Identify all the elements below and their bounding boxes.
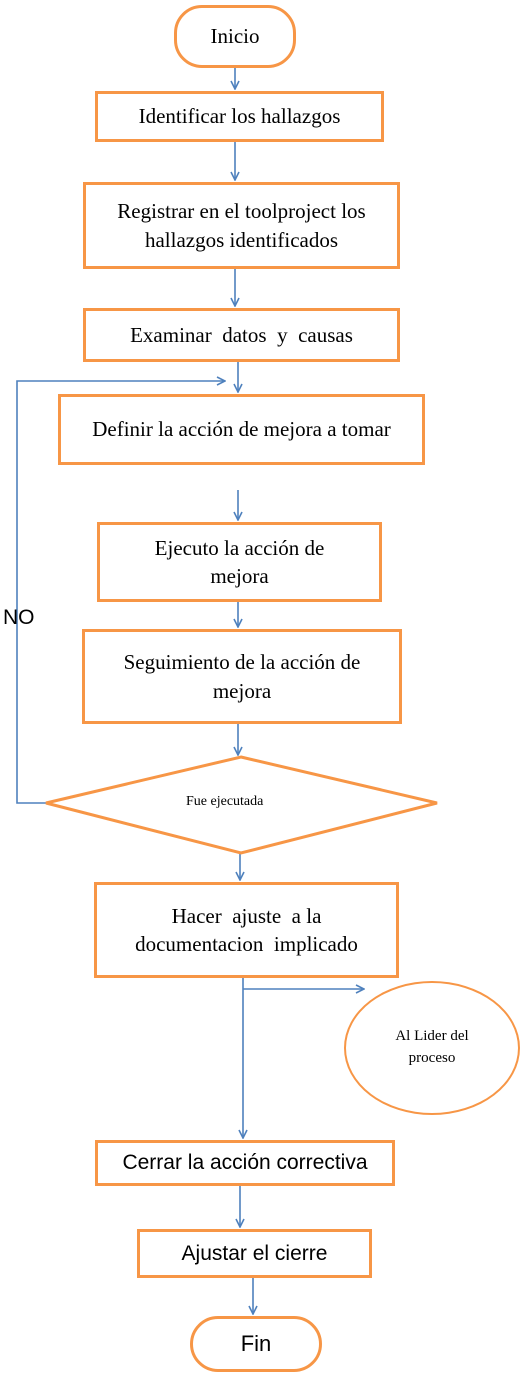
step-adjust-documentation-label: Hacer ajuste a la documentacion implicad… <box>135 903 358 956</box>
start-label: Inicio <box>210 24 260 49</box>
step-close-corrective-action: Cerrar la acción correctiva <box>95 1140 395 1186</box>
step-execute-action-label: Ejecuto la acción de mejora <box>154 535 325 588</box>
step-identify-findings-label: Identificar los hallazgos <box>138 104 341 129</box>
step-examine-data: Examinar datos y causas <box>83 308 400 362</box>
step-follow-up-label: Seguimiento de la acción de mejora <box>123 650 361 703</box>
step-adjust-closure-label: Ajustar el cierre <box>181 1241 328 1265</box>
step-define-action: Definir la acción de mejora a tomar <box>58 394 425 465</box>
step-identify-findings: Identificar los hallazgos <box>95 91 384 142</box>
loop-no-connector <box>16 381 225 804</box>
step-close-corrective-action-label: Cerrar la acción correctiva <box>122 1151 368 1175</box>
step-adjust-documentation: Hacer ajuste a la documentacion implicad… <box>94 882 399 978</box>
start-terminal: Inicio <box>174 5 296 68</box>
notify-process-leader: Al Lider del proceso <box>344 981 520 1115</box>
notify-process-leader-label: Al Lider del proceso <box>395 1028 469 1066</box>
decision-label: Fue ejecutada <box>186 794 264 809</box>
step-register-findings: Registrar en el toolproject los hallazgo… <box>83 182 400 269</box>
end-terminal: Fin <box>190 1316 322 1372</box>
step-follow-up: Seguimiento de la acción de mejora <box>82 629 402 724</box>
step-define-action-label: Definir la acción de mejora a tomar <box>92 417 391 442</box>
step-adjust-closure: Ajustar el cierre <box>137 1229 372 1278</box>
step-execute-action: Ejecuto la acción de mejora <box>97 522 382 602</box>
end-label: Fin <box>240 1330 272 1356</box>
step-register-findings-label: Registrar en el toolproject los hallazgo… <box>117 199 366 252</box>
decision-diamond <box>45 755 438 855</box>
loop-no-label: NO <box>3 606 35 629</box>
step-examine-data-label: Examinar datos y causas <box>130 322 353 347</box>
